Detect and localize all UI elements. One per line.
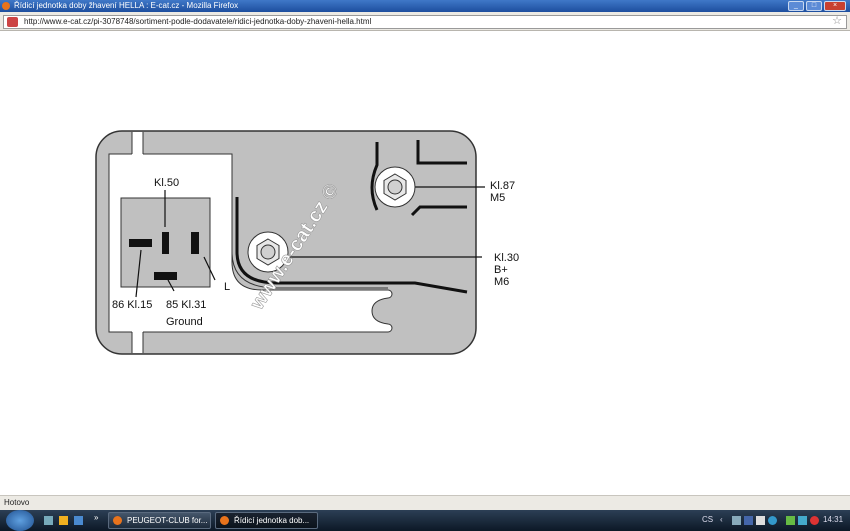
label-ground: Ground xyxy=(166,316,203,328)
label-m5: M5 xyxy=(490,192,505,204)
label-kl30: Kl.30 xyxy=(494,252,519,264)
network-icon[interactable] xyxy=(732,516,741,525)
label-kl15: 86 Kl.15 xyxy=(112,299,152,311)
media-player-icon[interactable] xyxy=(59,516,68,525)
clock[interactable]: 14:31 xyxy=(823,515,844,524)
page-content: Kl.50 86 Kl.15 85 Kl.31 Ground L Kl.87 M… xyxy=(0,31,850,495)
site-identity-icon[interactable] xyxy=(7,17,18,27)
minimize-button[interactable]: _ xyxy=(788,1,804,11)
firefox-icon xyxy=(113,516,122,525)
title-bar: Řídicí jednotka doby žhavení HELLA : E-c… xyxy=(0,0,850,12)
safely-remove-icon[interactable] xyxy=(786,516,795,525)
taskbar: » PEUGEOT-CLUB for... Řídicí jednotka do… xyxy=(0,510,850,531)
bookmark-star-icon[interactable]: ☆ xyxy=(832,15,842,27)
pin-l xyxy=(191,232,199,254)
navigation-bar: http://www.e-cat.cz/pi-3078748/sortiment… xyxy=(0,12,850,31)
window-title: Řídicí jednotka doby žhavení HELLA : E-c… xyxy=(14,1,239,10)
label-kl50: Kl.50 xyxy=(154,177,179,189)
pin-50 xyxy=(162,232,169,254)
tray-expand-icon[interactable]: ‹ xyxy=(720,515,723,524)
label-m6: M6 xyxy=(494,276,509,288)
status-bar: Hotovo xyxy=(0,495,850,510)
url-input[interactable]: http://www.e-cat.cz/pi-3078748/sortiment… xyxy=(3,15,847,29)
start-button[interactable] xyxy=(6,510,34,531)
taskbar-item[interactable]: PEUGEOT-CLUB for... xyxy=(108,512,211,529)
maximize-button[interactable]: □ xyxy=(806,1,822,11)
pin-85 xyxy=(154,272,177,280)
close-button[interactable]: × xyxy=(824,1,846,11)
terminal-nut-30 xyxy=(247,231,289,273)
status-text: Hotovo xyxy=(4,498,30,507)
language-indicator[interactable]: CS xyxy=(702,515,714,524)
quicklaunch-overflow[interactable]: » xyxy=(94,513,99,522)
pin-86 xyxy=(129,239,152,247)
label-kl87: Kl.87 xyxy=(490,180,515,192)
glow-plug-relay-diagram: Kl.50 86 Kl.15 85 Kl.31 Ground L Kl.87 M… xyxy=(95,130,519,355)
switch-windows-icon[interactable] xyxy=(74,516,83,525)
label-kl31: 85 Kl.31 xyxy=(166,299,206,311)
taskbar-item-active[interactable]: Řídicí jednotka dob... xyxy=(215,512,318,529)
label-bplus: B+ xyxy=(494,264,508,276)
firefox-icon xyxy=(2,2,10,10)
info-icon[interactable] xyxy=(768,516,777,525)
url-text: http://www.e-cat.cz/pi-3078748/sortiment… xyxy=(24,17,372,26)
show-desktop-icon[interactable] xyxy=(44,516,53,525)
taskbar-item-label: PEUGEOT-CLUB for... xyxy=(127,516,208,525)
label-l: L xyxy=(224,281,230,293)
mail-icon[interactable] xyxy=(756,516,765,525)
taskbar-item-label: Řídicí jednotka dob... xyxy=(234,516,310,525)
volume-muted-icon[interactable] xyxy=(810,516,819,525)
network-status-icon[interactable] xyxy=(798,516,807,525)
firefox-icon xyxy=(220,516,229,525)
tray-app-icon[interactable] xyxy=(744,516,753,525)
terminal-nut-87 xyxy=(374,166,416,208)
